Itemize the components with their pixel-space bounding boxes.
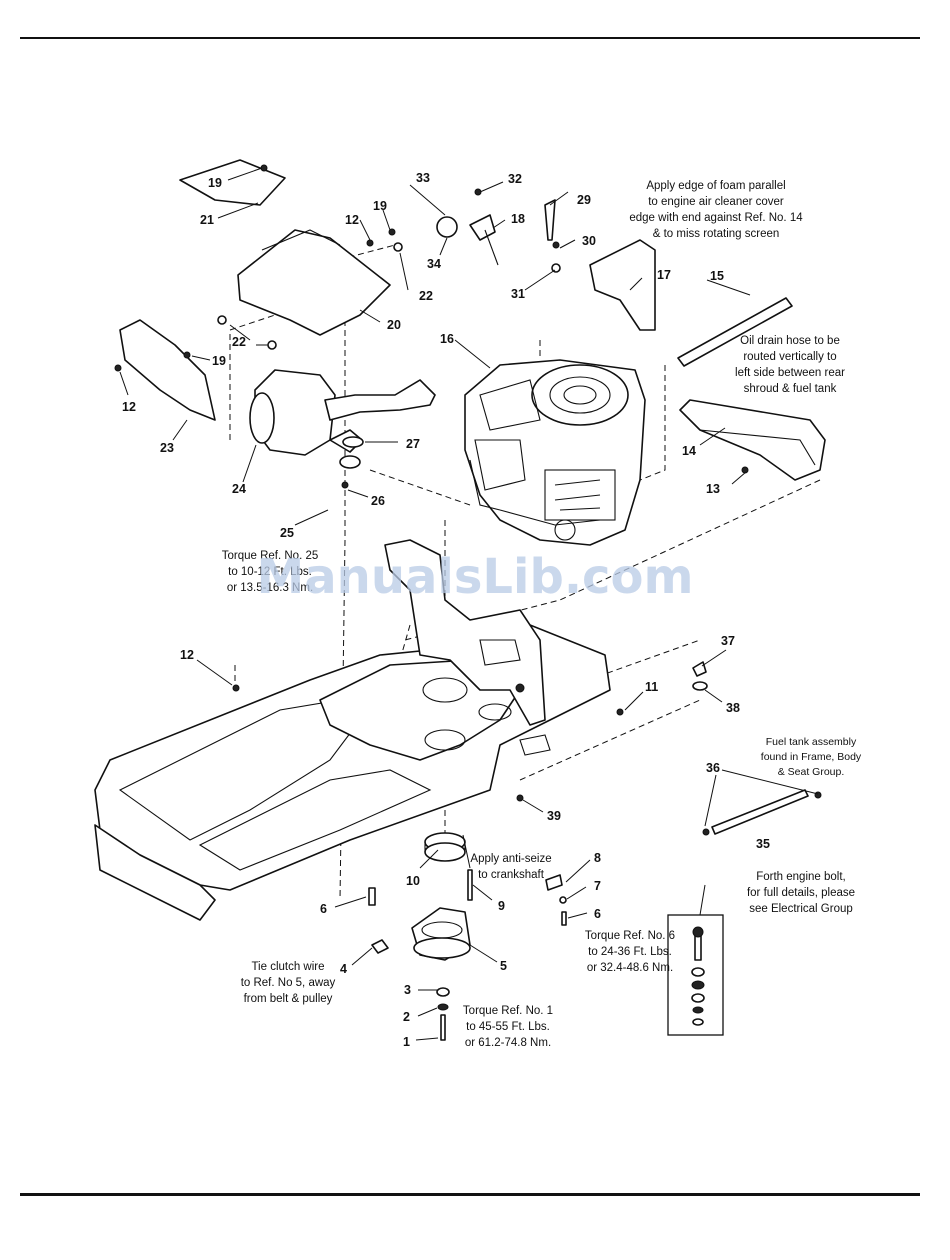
note-foam-line: edge with end against Ref. No. 14 — [629, 212, 803, 224]
note-foam: Apply edge of foam parallel to engine ai… — [629, 180, 803, 240]
note-torque-6-line: or 32.4-48.6 Nm. — [587, 962, 673, 974]
note-oil-drain: Oil drain hose to be routed vertically t… — [735, 335, 845, 395]
callout-4: 4 — [340, 962, 347, 976]
callout-6: 6 — [594, 907, 601, 921]
note-torque-1-line: to 45-55 Ft. Lbs. — [466, 1021, 550, 1033]
callout-5: 5 — [500, 959, 507, 973]
callout-14: 14 — [682, 444, 696, 458]
callout-12: 12 — [180, 648, 194, 662]
foam-strip — [589, 239, 656, 331]
callout-29: 29 — [577, 193, 591, 207]
note-torque-6-line: to 24-36 Ft. Lbs. — [588, 946, 672, 958]
note-torque-25-line: to 10-12 Ft. Lbs. — [228, 566, 312, 578]
rear-shroud — [679, 399, 826, 481]
frame-chassis — [94, 539, 611, 921]
callout-37: 37 — [721, 634, 735, 648]
note-fuel-tank-line: Fuel tank assembly — [766, 736, 857, 748]
callout-9: 9 — [498, 899, 505, 913]
note-torque-1-line: or 61.2-74.8 Nm. — [465, 1037, 551, 1049]
callout-30: 30 — [582, 234, 596, 248]
oil-drain-hose — [677, 297, 793, 367]
callout-24: 24 — [232, 482, 246, 496]
callout-16: 16 — [440, 332, 454, 346]
callout-12: 12 — [122, 400, 136, 414]
note-tie-clutch-line: Tie clutch wire — [251, 961, 324, 973]
note-foam-line: Apply edge of foam parallel — [646, 180, 785, 192]
callout-33: 33 — [416, 171, 430, 185]
callout-34: 34 — [427, 257, 441, 271]
callout-36: 36 — [706, 761, 720, 775]
upper-heat-shield — [179, 159, 391, 336]
note-foam-line: to engine air cleaner cover — [648, 196, 784, 208]
note-foam-line: & to miss rotating screen — [653, 228, 780, 240]
callout-19: 19 — [212, 354, 226, 368]
note-forth-engine-bolt: Forth engine bolt, for full details, ple… — [747, 871, 855, 915]
small-hardware-upper — [114, 164, 749, 489]
note-torque-1-line: Torque Ref. No. 1 — [463, 1005, 553, 1017]
bottom-rule — [20, 1193, 920, 1196]
callout-39: 39 — [547, 809, 561, 823]
callout-1: 1 — [403, 1035, 410, 1049]
note-torque-1: Torque Ref. No. 1 to 45-55 Ft. Lbs. or 6… — [463, 1005, 553, 1049]
callout-19: 19 — [373, 199, 387, 213]
callout-10: 10 — [406, 874, 420, 888]
note-torque-25: Torque Ref. No. 25 to 10-12 Ft. Lbs. or … — [222, 550, 319, 594]
muffler — [249, 369, 436, 469]
note-anti-seize-line: to crankshaft — [478, 869, 545, 881]
callout-8: 8 — [594, 851, 601, 865]
callout-13: 13 — [706, 482, 720, 496]
note-forth-bolt-line: see Electrical Group — [749, 903, 853, 915]
note-forth-bolt-line: Forth engine bolt, — [756, 871, 846, 883]
callout-12: 12 — [345, 213, 359, 227]
note-oil-drain-line: shroud & fuel tank — [744, 383, 837, 395]
callout-15: 15 — [710, 269, 724, 283]
muffler-shield — [119, 319, 216, 421]
note-anti-seize-line: Apply anti-seize — [470, 853, 551, 865]
callout-7: 7 — [594, 879, 601, 893]
callout-numbers: 19 21 12 19 22 33 32 18 34 29 30 31 17 1… — [122, 171, 770, 1049]
callout-19: 19 — [208, 176, 222, 190]
note-forth-bolt-line: for full details, please — [747, 887, 855, 899]
note-oil-drain-line: Oil drain hose to be — [740, 335, 840, 347]
note-oil-drain-line: routed vertically to — [743, 351, 836, 363]
callout-23: 23 — [160, 441, 174, 455]
top-rule — [20, 37, 920, 39]
note-fuel-tank-line: found in Frame, Body — [761, 751, 862, 763]
fuel-line — [702, 769, 822, 836]
note-tie-clutch-line: from belt & pulley — [244, 993, 333, 1005]
note-torque-6: Torque Ref. No. 6 to 24-36 Ft. Lbs. or 3… — [585, 930, 675, 974]
callout-11: 11 — [645, 680, 658, 694]
callout-25: 25 — [280, 526, 294, 540]
callout-31: 31 — [511, 287, 525, 301]
callout-27: 27 — [406, 437, 420, 451]
callout-18: 18 — [511, 212, 525, 226]
engine-assembly — [464, 359, 646, 546]
engine-bolt-detail-box — [667, 914, 724, 1036]
callout-leader-lines — [119, 167, 751, 1041]
callout-20: 20 — [387, 318, 401, 332]
note-tie-clutch-wire: Tie clutch wire to Ref. No 5, away from … — [241, 961, 336, 1005]
note-tie-clutch-line: to Ref. No 5, away — [241, 977, 336, 989]
note-fuel-tank-line: & Seat Group. — [778, 766, 845, 778]
callout-22: 22 — [232, 335, 246, 349]
callout-26: 26 — [371, 494, 385, 508]
callout-32: 32 — [508, 172, 522, 186]
callout-3: 3 — [404, 983, 411, 997]
note-oil-drain-line: left side between rear — [735, 367, 845, 379]
callout-17: 17 — [657, 268, 671, 282]
callout-2: 2 — [403, 1010, 410, 1024]
watermark-text: ManualsLib.com — [257, 549, 694, 605]
note-torque-25-line: or 13.5-16.3 Nm. — [227, 582, 313, 594]
callout-6: 6 — [320, 902, 327, 916]
note-fuel-tank: Fuel tank assembly found in Frame, Body … — [761, 736, 862, 778]
note-anti-seize: Apply anti-seize to crankshaft — [470, 853, 551, 881]
note-torque-6-line: Torque Ref. No. 6 — [585, 930, 675, 942]
note-torque-25-line: Torque Ref. No. 25 — [222, 550, 319, 562]
callout-35: 35 — [756, 837, 770, 851]
callout-21: 21 — [200, 213, 214, 227]
callout-22: 22 — [419, 289, 433, 303]
callout-38: 38 — [726, 701, 740, 715]
